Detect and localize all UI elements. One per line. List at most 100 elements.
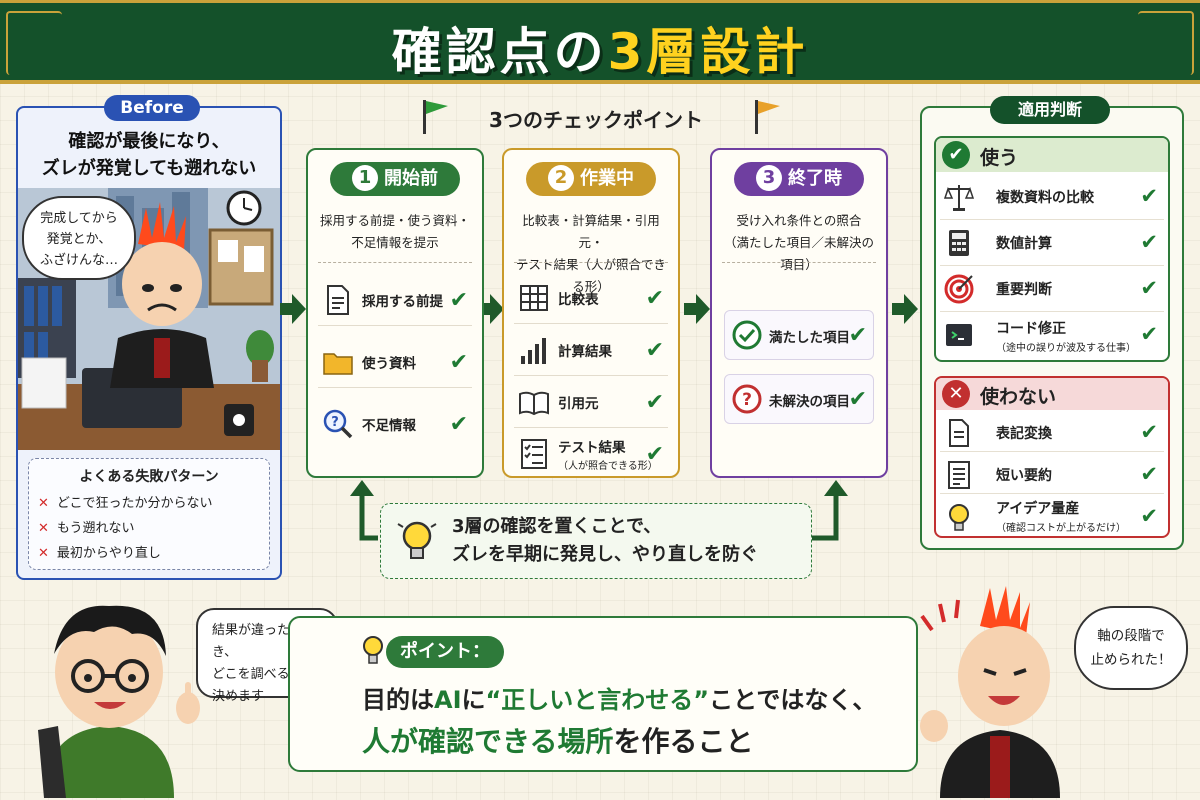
loop-note-line1: 3層の確認を置くことで、 [452,516,662,537]
arrow-right-icon [478,294,504,324]
check-icon: ✔ [1140,504,1158,528]
lightbulb-icon [949,504,969,531]
failure-item: ✕もう遡れない [38,517,135,536]
step-item: ? 未解決の項目 ✔ [724,374,874,424]
divider [722,262,876,263]
loop-note-text: 3層の確認を置くことで、 ズレを早期に発見し、やり直しを防ぐ [452,513,802,569]
check-circle-icon [732,320,762,350]
bar-chart-icon [521,338,546,364]
check-icon: ✔ [848,387,867,412]
step-item-label: 不足情報 [362,418,416,434]
failure-pattern-box [28,458,270,570]
step-item: テスト結果（人が照合できる形） ✔ [514,428,668,480]
check-icon: ✔ [449,288,468,313]
no-use-item: 表記変換 ✔ [940,410,1164,452]
step-item: 引用元 ✔ [514,376,668,428]
step-description-line2: テスト結果（人が照合できる形） [515,257,666,294]
step-item: 採用する前提 ✔ [318,274,472,326]
title-corner-ornament-left [6,11,62,75]
step-item: 比較表 ✔ [514,272,668,324]
open-book-icon [519,391,549,416]
page-title-main: 確認点の [391,23,608,81]
point-quote-highlight: “正しいと言わせる” [485,686,710,714]
step-item: 計算結果 ✔ [514,324,668,376]
use-item-label: 数値計算 [996,236,1052,252]
use-item-sublabel: （途中の誤りが波及する仕事） [996,343,1136,354]
use-item-label-main: コード修正 [996,321,1066,337]
point-text: を作ること [613,725,754,758]
step-description: 採用する前提・使う資料・ 不足情報を提示 [314,210,476,254]
scale-icon [944,185,974,211]
no-use-item: 短い要約 ✔ [940,452,1164,494]
loop-note-box [380,503,812,579]
step-item-label: 満たした項目 [769,330,850,346]
before-heading-line2: ズレが発覚しても遡れない [41,158,257,179]
divider [318,262,472,263]
use-label: 使う [980,147,1019,169]
code-window-icon [946,324,972,346]
arrow-right-icon [684,294,710,324]
speech-line2: 止められた！ [1090,652,1172,668]
before-heading: 確認が最後になり、 ズレが発覚しても遡れない [20,128,278,182]
judgement-badge: 適用判断 [990,96,1110,124]
point-box [288,616,918,772]
use-item-label: コード修正 （途中の誤りが波及する仕事） [996,318,1136,354]
step-title: 終了時 [788,168,842,189]
before-badge: Before [104,95,200,121]
failure-item-label: 最初からやり直し [56,546,161,561]
speech-line3: 決めます [212,689,265,704]
point-text: に [461,686,486,714]
check-icon: ✔ [848,323,867,348]
step-item: ? 不足情報 ✔ [318,398,472,450]
step-item: 使う資料 ✔ [318,336,472,388]
document-icon [327,285,349,315]
failure-item: ✕最初からやり直し [38,542,161,561]
step-description-line2: （満たした項目／未解決の項目） [723,235,874,272]
step-item-label: 採用する前提 [362,294,443,310]
title-bar: 確認点の3層設計 [0,0,1200,84]
target-icon [944,274,974,304]
failure-item: ✕どこで狂ったか分からない [38,492,213,511]
lined-document-icon [948,461,970,489]
point-badge: ポイント： [386,636,504,668]
folder-icon [323,353,353,375]
use-header: ✔ 使う [936,138,1168,172]
check-icon: ✔ [645,442,664,467]
step-item-label-main: テスト結果 [558,440,626,456]
step-number: 1 [352,165,378,191]
step-number: 2 [548,165,574,191]
check-icon: ✔ [449,412,468,437]
arrow-right-icon [280,294,306,324]
speech-bubble-frustrated: 完成してから 発覚とか、 ふざけんな… [22,196,136,280]
step-number: 3 [756,165,782,191]
point-place-highlight: 人が確認できる場所 [362,725,614,758]
point-ai-highlight: AI [434,686,462,714]
step-description-line1: 受け入れ条件との照合 [736,213,862,228]
point-text: ことではなく、 [709,686,877,714]
speech-line1: 完成してから [40,211,118,226]
svg-text:?: ? [742,390,752,410]
frustrated-office-illustration [18,188,280,450]
check-icon: ✔ [1140,230,1158,254]
step-item-label: 未解決の項目 [769,394,850,410]
lightbulb-icon [363,636,383,664]
svg-text:?: ? [331,415,339,430]
no-use-item-label: アイデア量産（確認コストが上がるだけ） [996,498,1126,534]
step-item-label: テスト結果（人が照合できる形） [558,436,658,472]
no-use-label: 使わない [980,386,1057,408]
speech-line2: 発覚とか、 [46,232,112,247]
divider [514,262,668,263]
feedback-loop-arrows [350,480,378,541]
title-corner-ornament-right [1138,11,1194,75]
page-title-accent: 3層設計 [607,23,809,81]
check-icon: ✔ [1140,462,1158,486]
no-use-item-label: 短い要約 [996,468,1052,484]
lightbulb-icon [397,521,437,559]
magnifier-question-icon: ? [323,409,353,439]
speech-line3: ふざけんな… [39,253,118,268]
use-item-label: 重要判断 [996,282,1052,298]
point-line1: 目的はAIに“正しいと言わせる”ことではなく、 [362,680,876,715]
check-icon: ✔ [645,390,664,415]
step-description-line1: 採用する前提・使う資料・ [319,213,470,228]
